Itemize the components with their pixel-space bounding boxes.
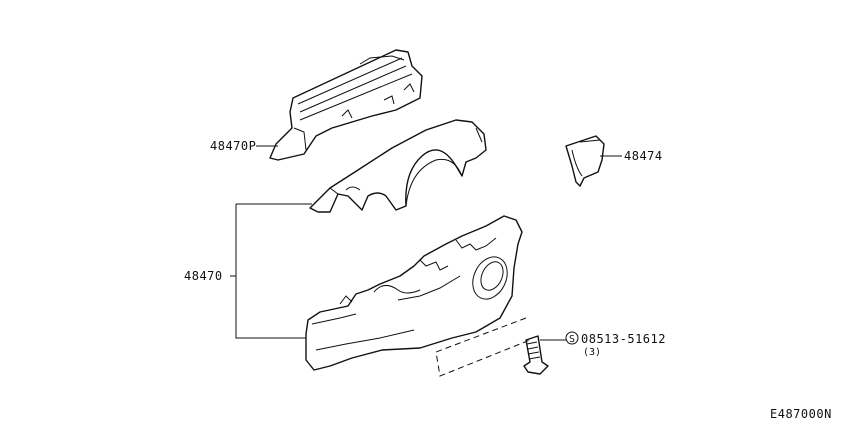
- screw-symbol: S: [569, 334, 575, 345]
- lower-column-cover: [305, 215, 523, 371]
- upper-trim-label: 48470P: [210, 139, 256, 153]
- screw-part: [523, 335, 549, 375]
- upper-column-cover: [309, 119, 487, 213]
- collar-part: [565, 135, 605, 187]
- upper-trim-part: [269, 49, 423, 161]
- screw-quantity: (3): [583, 347, 601, 358]
- screw-symbol-circle: [565, 331, 579, 345]
- collar-label: 48474: [624, 149, 663, 163]
- cover-set-label: 48470: [184, 269, 223, 283]
- diagram-code: E487000N: [770, 407, 832, 421]
- leader-lines: [230, 145, 622, 341]
- screw-callout: S 08513-51612 (3): [565, 331, 666, 358]
- screw-part-number: 08513-51612: [581, 332, 666, 346]
